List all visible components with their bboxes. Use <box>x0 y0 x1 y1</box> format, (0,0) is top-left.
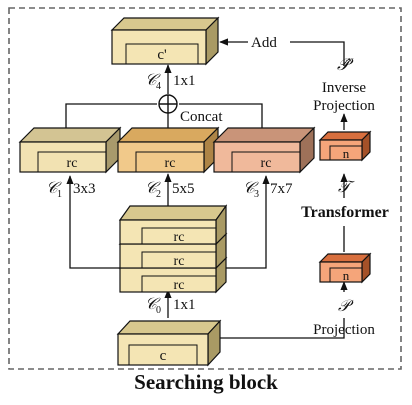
svg-text:5x5: 5x5 <box>172 181 195 197</box>
inverse-projection-symbol: 𝒫̂ <box>337 55 354 74</box>
transformer-label: Transformer <box>301 204 389 221</box>
concat-label: Concat <box>180 109 223 125</box>
input-label: c <box>160 348 167 364</box>
branch-3-label: rc <box>261 156 272 171</box>
projection-label: Projection <box>313 322 375 338</box>
c3-label: 𝒞 3 7x7 <box>243 180 293 200</box>
branch-1-block: rc <box>18 126 122 174</box>
svg-text:2: 2 <box>156 189 161 200</box>
svg-text:7x7: 7x7 <box>270 181 293 197</box>
concat-node <box>158 94 178 114</box>
input-block: c <box>116 319 222 367</box>
inverse-token-label: n <box>343 146 350 161</box>
c0-label: 𝒞 0 1x1 <box>145 296 196 316</box>
stack-label-3: rc <box>174 278 185 293</box>
connectors <box>65 38 348 339</box>
branch-2-block: rc <box>116 126 220 174</box>
diagram-caption: Searching block <box>134 370 278 394</box>
svg-text:4: 4 <box>156 81 161 92</box>
add-label: Add <box>251 35 277 51</box>
block-frame <box>8 7 402 370</box>
transformer-symbol: 𝒯 <box>338 179 355 196</box>
projection-symbol: 𝒫 <box>338 298 354 315</box>
projection-token-block: n <box>318 252 372 284</box>
branch-3-block: rc <box>212 126 316 174</box>
svg-text:0: 0 <box>156 305 161 316</box>
projection-token-label: n <box>343 268 350 283</box>
svg-text:1x1: 1x1 <box>173 297 196 313</box>
c1-label: 𝒞 1 3x3 <box>46 180 96 200</box>
branch-2-label: rc <box>165 156 176 171</box>
stack-label-1: rc <box>174 230 185 245</box>
inverse-projection-label: Projection <box>313 98 375 114</box>
svg-text:3x3: 3x3 <box>73 181 96 197</box>
output-label: c' <box>157 47 167 63</box>
output-block: c' <box>110 16 220 66</box>
svg-text:1: 1 <box>57 189 62 200</box>
rc-stack: rc rc rc <box>118 204 228 294</box>
c2-label: 𝒞 2 5x5 <box>145 180 195 200</box>
svg-text:1x1: 1x1 <box>173 73 196 89</box>
c4-label: 𝒞 4 1x1 <box>145 72 196 92</box>
stack-label-2: rc <box>174 254 185 269</box>
inverse-token-block: n <box>318 130 372 162</box>
inverse-label: Inverse <box>322 80 366 96</box>
svg-text:3: 3 <box>254 189 259 200</box>
branch-1-label: rc <box>67 156 78 171</box>
